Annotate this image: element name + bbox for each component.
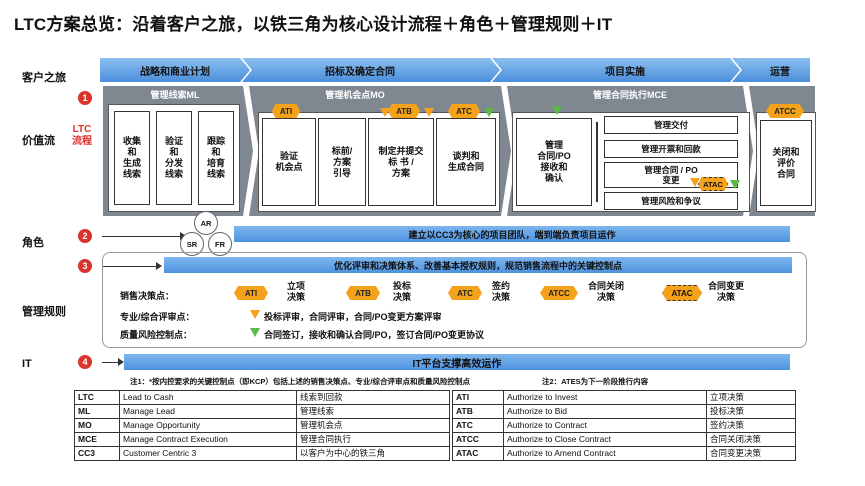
- it-bar: IT平台支撑高效运作: [124, 354, 790, 370]
- role-arrow-line: [102, 236, 182, 237]
- quality-marker-2: [552, 106, 562, 115]
- legend-review-marker: [250, 310, 260, 319]
- step-badge-1: 1: [78, 91, 92, 105]
- mce-bracket: [596, 122, 602, 202]
- legend-tag-ati: ATI: [234, 286, 268, 300]
- it-arrow-line: [102, 362, 120, 363]
- rules-frame: [102, 252, 807, 348]
- journey-label-1: 战略和商业计划: [140, 67, 210, 78]
- role-bar: 建立以CC3为核心的项目团队，端到端负责项目运作: [234, 226, 790, 242]
- journey-label-4: 运营: [770, 67, 790, 78]
- rules-arrow-line: [102, 266, 158, 267]
- ml-step-collect: 收集 和 生成 线索: [114, 111, 150, 205]
- tag-atb: ATB: [388, 104, 420, 118]
- quality-marker-3: [730, 180, 740, 189]
- review-marker-3: [690, 178, 700, 187]
- legend-tag-atb: ATB: [346, 286, 380, 300]
- section-title-mo: 管理机会点MO: [325, 90, 385, 100]
- legend-decision-bid: 投标 决策: [393, 281, 412, 302]
- ltc-flow-label: LTC 流程: [72, 124, 92, 147]
- legend-quality-label: 质量风险控制点：: [120, 330, 193, 340]
- row-label-value-stream: 价值流: [22, 135, 55, 147]
- tag-atac-mce: ATAC: [698, 177, 728, 191]
- legend-quality-text: 合同签订，接收和确认合同/PO，签订合同/PO变更协议: [264, 330, 485, 340]
- ml-step-verify: 验证 和 分发 线索: [156, 111, 192, 205]
- mce-sub-change: 管理合同 / PO 变更: [604, 162, 738, 188]
- tag-atcc: ATCC: [766, 104, 804, 118]
- mo-step-submit: 制定并提交 标 书 / 方案: [368, 118, 434, 206]
- legend-tag-atc: ATC: [448, 286, 482, 300]
- journey-chevron-3: [492, 58, 740, 82]
- mo-step-negotiate: 谈判和 生成合同: [436, 118, 496, 206]
- customer-journey-chevrons: [100, 58, 810, 82]
- role-circle-ar: AR: [194, 211, 218, 235]
- mce-sub-delivery: 管理交付: [604, 116, 738, 134]
- quality-marker-1: [484, 108, 494, 117]
- note-1: 注1：*按内控要求的关键控制点（即KCP）包括上述的销售决策点、专业/综合评审点…: [130, 377, 471, 386]
- legend-quality-marker: [250, 328, 260, 337]
- it-arrow-head: [118, 358, 124, 366]
- review-marker-2: [424, 108, 434, 117]
- journey-chevron-1: [100, 58, 250, 82]
- legend-tag-atac: ATAC: [662, 285, 702, 301]
- section-title-ml: 管理线索ML: [150, 90, 200, 100]
- legend-review-label: 专业/综合评审点：: [120, 312, 195, 322]
- legend-decision-label: 销售决策点：: [120, 291, 175, 301]
- step-badge-2: 2: [78, 229, 92, 243]
- mo-step-prebid: 标前/ 方案 引导: [318, 118, 366, 206]
- tag-atc: ATC: [448, 104, 480, 118]
- mce-step-receive: 管理 合同/PO 接收和 确认: [516, 118, 592, 206]
- mce-sub-billing: 管理开票和回款: [604, 140, 738, 158]
- journey-chevron-2: [242, 58, 500, 82]
- ml-step-track: 跟踪 和 培育 线索: [198, 111, 234, 205]
- step-badge-3: 3: [78, 259, 92, 273]
- mce-sub-risk: 管理风险和争议: [604, 192, 738, 210]
- legend-decision-invest: 立项 决策: [287, 281, 306, 302]
- row-label-it: IT: [22, 358, 32, 370]
- page-title: LTC方案总览：沿着客户之旅，以铁三角为核心设计流程＋角色＋管理规则＋IT: [14, 15, 613, 34]
- row-label-customer-journey: 客户之旅: [22, 72, 66, 84]
- review-marker-1: [380, 108, 390, 117]
- tag-ati: ATI: [272, 104, 300, 118]
- legend-decision-close: 合同关闭 决策: [588, 281, 625, 302]
- note-2: 注2：ATES为下一阶段推行内容: [542, 377, 649, 386]
- rules-arrow-head: [156, 262, 162, 270]
- row-label-management-rules: 管理规则: [22, 306, 66, 318]
- journey-label-2: 招标及确定合同: [325, 67, 395, 78]
- legend-review-text: 投标评审，合同评审，合同/PO变更方案评审: [264, 312, 442, 322]
- legend-tag-atcc: ATCC: [540, 286, 578, 300]
- step-badge-4: 4: [78, 355, 92, 369]
- legend-decision-amend: 合同变更 决策: [708, 281, 745, 302]
- row-label-role: 角色: [22, 237, 44, 249]
- mo-step-verify: 验证 机会点: [262, 118, 316, 206]
- journey-label-3: 项目实施: [605, 67, 645, 78]
- section-title-mce: 管理合同执行MCE: [593, 90, 667, 100]
- journey-chevron-4: [732, 58, 810, 82]
- close-step: 关闭和 评价 合同: [760, 120, 812, 206]
- rules-bar: 优化评审和决策体系、改善基本授权规则，规范销售流程中的关键控制点: [164, 257, 792, 273]
- legend-decision-contract: 签约 决策: [492, 281, 511, 302]
